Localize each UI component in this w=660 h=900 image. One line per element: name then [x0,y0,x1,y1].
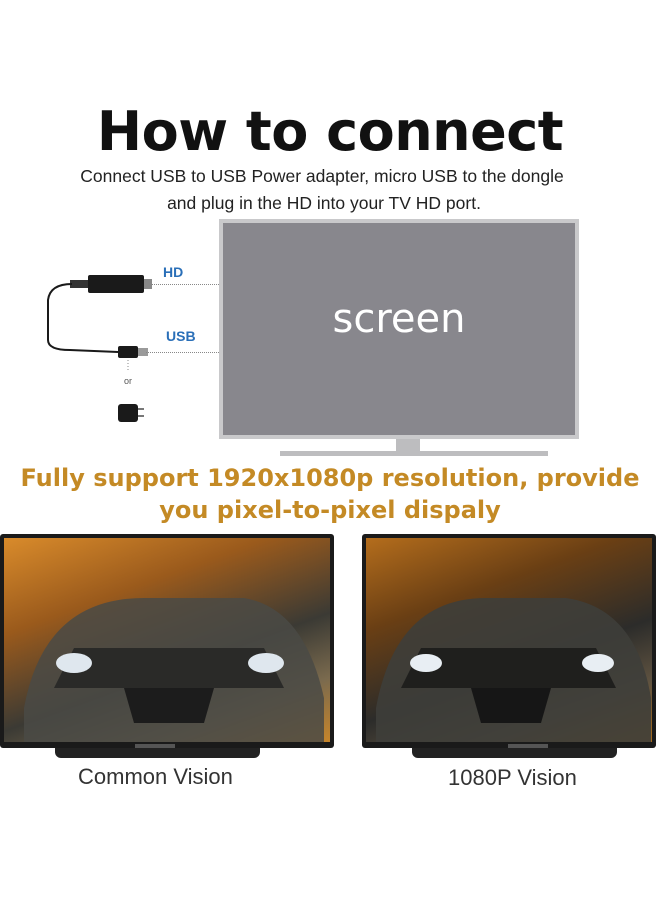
hd-dongle-icon [88,275,144,293]
resolution-headline-line-2: you pixel-to-pixel dispaly [159,496,501,524]
common-vision-tv-stand [55,748,260,758]
usb-connector-icon [138,348,148,356]
or-label: or [124,376,133,386]
common-vision-caption: Common Vision [78,764,233,789]
micro-usb-plug-icon [70,280,88,288]
1080p-vision-car-image [366,538,652,742]
subtitle-line-1: Connect USB to USB Power adapter, micro … [80,166,564,186]
car-illustration-left [24,598,324,742]
1080p-vision-tv [362,534,656,748]
tv-screen [223,223,575,435]
tv-stand-base [280,451,548,456]
common-vision-tv [0,534,334,748]
1080p-vision-caption: 1080P Vision [448,765,577,790]
resolution-headline-line-1: Fully support 1920x1080p resolution, pro… [20,464,640,492]
hd-port-label: HD [163,264,184,280]
hd-dotted-line [146,284,219,285]
tv-stand-neck [396,439,420,451]
common-vision-car-image [4,538,330,742]
1080p-vision-tv-stand-neck [508,744,548,750]
dongle-cable-diagram [47,275,152,422]
cable-icon [47,283,119,353]
common-vision-tv-stand-neck [135,744,175,750]
screen-label: screen [332,296,466,342]
1080p-vision-tv-stand [412,748,617,758]
page-title: How to connect [96,100,564,163]
usb-port-label: USB [166,328,196,344]
subtitle-line-2: and plug in the HD into your TV HD port. [167,193,481,213]
usb-dotted-line [146,352,219,353]
power-adapter-icon [118,404,138,422]
usb-plug-icon [118,346,138,358]
car-illustration-right [376,598,651,742]
